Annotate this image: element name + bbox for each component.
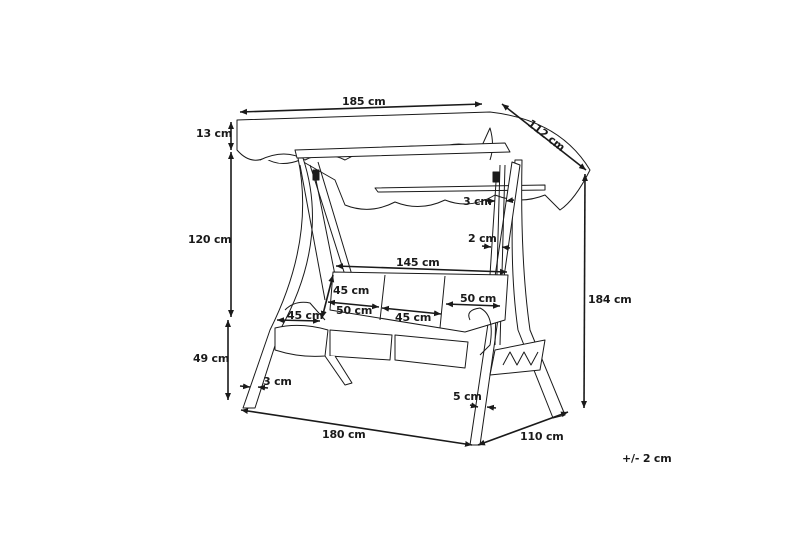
dim-45-back [320, 274, 335, 319]
label-rod: 2 cm [468, 232, 497, 245]
label-total-height: 184 cm [588, 293, 632, 306]
label-leg-right: 5 cm [453, 390, 482, 403]
label-chain-post: 3 cm [463, 195, 492, 208]
dim-45-mid [381, 305, 442, 317]
dim-110 [477, 411, 569, 446]
label-seat-height: 49 cm [193, 352, 230, 365]
label-base-width: 180 cm [322, 428, 366, 441]
label-frame-upper-height: 120 cm [188, 233, 232, 246]
seat-left [274, 324, 329, 357]
dimension-lines [225, 101, 588, 447]
label-seat-middle-width: 45 cm [395, 311, 432, 324]
swing-drawing [236, 111, 591, 446]
label-seat-left-width: 50 cm [336, 304, 373, 317]
label-base-depth: 110 cm [520, 430, 564, 443]
label-backrest-height: 45 cm [333, 284, 370, 297]
label-canopy-height: 13 cm [196, 127, 233, 140]
label-leg-left: 3 cm [263, 375, 292, 388]
label-seat-right-width: 50 cm [460, 292, 497, 305]
dim-45-arm [276, 317, 321, 324]
dim-184 [581, 173, 588, 409]
left-frame [242, 157, 313, 409]
label-tolerance: +/- 2 cm [622, 452, 672, 465]
dim-50-right [445, 301, 501, 309]
label-canopy-width: 185 cm [342, 95, 386, 108]
seat-middle [329, 329, 393, 361]
label-seat-total-width: 145 cm [396, 256, 440, 269]
dim-145 [335, 263, 508, 275]
dim-180 [240, 408, 473, 447]
label-armrest-depth: 45 cm [287, 309, 324, 322]
dim-50-left [327, 299, 380, 310]
seat-right [394, 334, 469, 369]
dim-185 [239, 101, 483, 115]
dim-112 [501, 103, 587, 171]
